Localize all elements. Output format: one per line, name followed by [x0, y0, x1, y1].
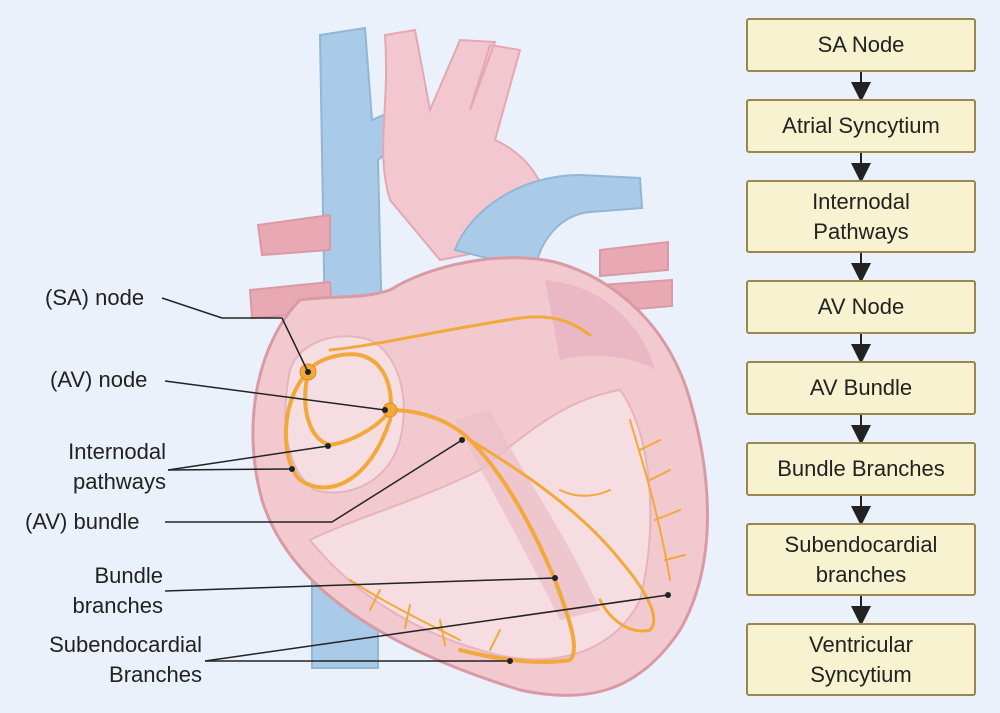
leader-dot-internodal-a [325, 443, 331, 449]
leader-av-node [164, 380, 386, 411]
heart-illustration [248, 26, 709, 697]
leader-dot-subendo-b [665, 592, 671, 598]
leader-internodal-a [167, 445, 329, 471]
leader-dot-bundle-branches [552, 575, 558, 581]
leader-dots [289, 369, 671, 664]
leader-internodal-b [167, 468, 293, 471]
internodal-pathway-outer [283, 352, 393, 490]
leader-dot-av-bundle [459, 437, 465, 443]
flow-step-av-node: AV Node [746, 280, 976, 334]
leader-sa-node [161, 297, 309, 373]
label-av-node: (AV) node [50, 367, 148, 392]
label-bundle-branches: Bundle branches [72, 563, 163, 618]
flow-step-internodal-pathways: Internodal Pathways [746, 180, 976, 253]
bachmann-bundle [328, 315, 592, 352]
leader-lines [161, 297, 669, 662]
flow-step-sa-node: SA Node [746, 18, 976, 72]
right-bundle-branch [468, 438, 656, 633]
subendocardial-branches-left [349, 579, 501, 651]
leader-dot-av [382, 407, 388, 413]
leader-bundle-branches [164, 577, 556, 592]
leader-av-bundle [165, 439, 463, 523]
pulmonary-artery [453, 173, 644, 272]
flow-step-av-bundle: AV Bundle [746, 361, 976, 415]
flow-step-bundle-branches: Bundle Branches [746, 442, 976, 496]
flow-step-ventricular-syncytium: Ventricular Syncytium [746, 623, 976, 696]
label-sa-node: (SA) node [45, 285, 145, 310]
label-internodal-pathways: Internodal pathways [68, 439, 166, 494]
label-av-bundle: (AV) bundle [25, 509, 140, 534]
leader-dot-internodal-b [289, 466, 295, 472]
leader-subendo-b [204, 594, 669, 662]
label-subendocardial-branches: Subendocardial Branches [49, 632, 202, 687]
conduction-system [283, 315, 686, 664]
left-atrium [545, 280, 655, 370]
subendocardial-branches-right [559, 419, 686, 581]
flow-step-subendocardial-branches: Subendocardial branches [746, 523, 976, 596]
flow-step-atrial-syncytium: Atrial Syncytium [746, 99, 976, 153]
leader-dot-sa [305, 369, 311, 375]
leader-dot-subendo-a [507, 658, 513, 664]
